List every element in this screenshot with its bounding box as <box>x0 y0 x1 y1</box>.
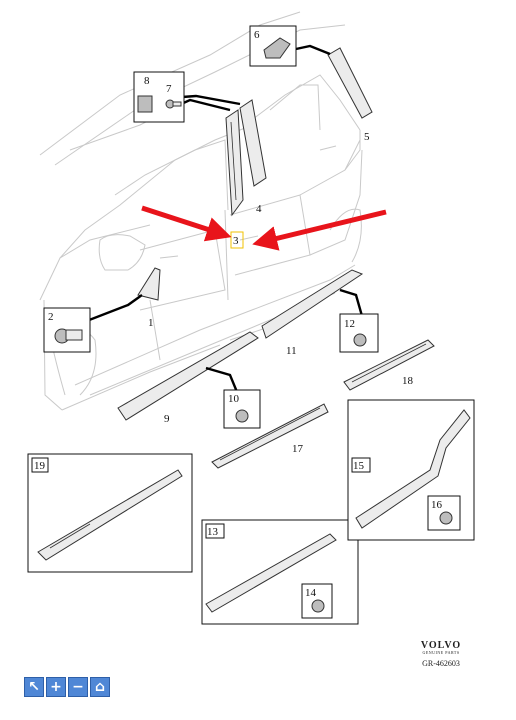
diagram-reference: GR-462603 <box>422 659 460 668</box>
pillar-trim-group <box>225 99 267 217</box>
callout-16: 16 <box>431 499 443 511</box>
mirror-trim-part-1 <box>137 267 161 301</box>
callout-12: 12 <box>344 318 355 330</box>
part-box-13: 13 14 <box>201 519 359 625</box>
part-box-15: 15 16 <box>347 399 475 541</box>
callout-1: 1 <box>148 317 154 329</box>
pillar-trim-part-4 <box>239 99 267 187</box>
home-icon[interactable]: ⌂ <box>90 677 110 697</box>
callout-7: 7 <box>166 83 172 95</box>
callout-3: 3 <box>233 235 239 247</box>
volvo-brand: VOLVO GENUINE PARTS GR-462603 <box>398 640 484 668</box>
pointer-icon[interactable]: ↖ <box>24 677 44 697</box>
volvo-logo: VOLVO <box>420 640 462 651</box>
callout-19: 19 <box>34 460 46 472</box>
zoom-toolbar: ↖ + − ⌂ <box>24 677 110 697</box>
callout-15: 15 <box>353 460 365 472</box>
red-arrow-right <box>252 209 387 251</box>
front-door-moulding-part-9 <box>117 331 259 421</box>
callout-17: 17 <box>292 443 304 455</box>
part-box-8-7: 8 7 <box>133 71 185 123</box>
zoom-in-icon[interactable]: + <box>46 677 66 697</box>
part-box-6: 6 <box>249 25 297 67</box>
callout-6: 6 <box>254 29 260 41</box>
brand-subtitle: GENUINE PARTS <box>422 650 460 655</box>
pillar-trim-part-3 <box>225 109 244 217</box>
callout-14: 14 <box>305 587 317 599</box>
rear-door-moulding-part-11 <box>261 269 364 339</box>
callout-4: 4 <box>256 203 262 215</box>
callout-11: 11 <box>286 345 297 357</box>
sill-plate-part-17 <box>211 403 329 469</box>
callout-2: 2 <box>48 311 54 323</box>
callout-18: 18 <box>402 375 414 387</box>
red-arrow-left <box>141 205 232 242</box>
callout-10: 10 <box>228 393 240 405</box>
part-box-19: 19 <box>27 453 193 573</box>
part-box-10: 10 <box>223 389 261 429</box>
part-box-12: 12 <box>339 313 379 353</box>
callout-9: 9 <box>164 413 170 425</box>
part-box-2: 2 <box>43 307 91 353</box>
zoom-out-icon[interactable]: − <box>68 677 88 697</box>
sill-plate-part-18 <box>343 339 435 391</box>
rear-pillar-trim-part-5 <box>327 47 373 119</box>
callout-13: 13 <box>207 526 219 538</box>
callout-8: 8 <box>144 75 150 87</box>
callout-5: 5 <box>364 131 370 143</box>
